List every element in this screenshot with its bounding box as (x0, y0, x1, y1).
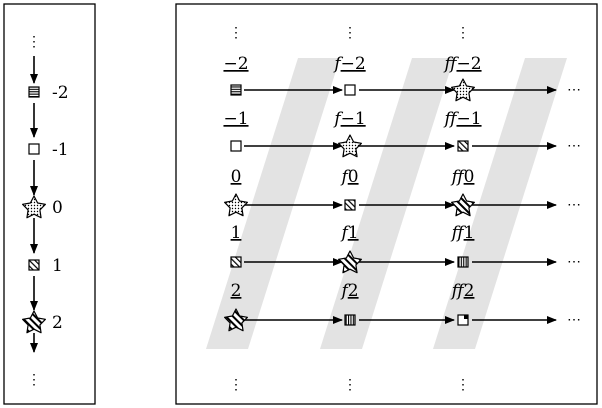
label-value: 1 (348, 223, 359, 243)
label-prefix: ff (442, 54, 459, 74)
grid-node-shape (450, 78, 476, 102)
label-value: 1 (231, 223, 242, 243)
grid-node-label: 0 (231, 167, 242, 187)
grid-node-label: f1 (339, 223, 358, 243)
column-bottom-ellipsis: ⋮ (456, 377, 470, 393)
grid-node-shape (230, 256, 242, 268)
label-value: −2 (223, 54, 248, 74)
grid-node-shape (223, 193, 249, 217)
left-panel-frame (3, 3, 96, 405)
left-node: 1 (28, 256, 63, 276)
label-prefix: ff (442, 109, 459, 129)
right-panel-frame (175, 3, 598, 405)
grid-node-label: ff2 (450, 281, 475, 301)
label-prefix: f (332, 54, 343, 74)
column-top-ellipsis: ⋮ (456, 25, 470, 41)
label-value: −2 (341, 54, 366, 74)
left-node: 2 (21, 310, 63, 334)
left-bottom-ellipsis: ⋮ (27, 372, 41, 388)
row-end-ellipsis: ⋯ (567, 138, 581, 154)
row-end-ellipsis: ⋯ (567, 254, 581, 270)
label-prefix: ff (450, 167, 467, 187)
grid-node-label: 2 (231, 281, 242, 301)
left-node-shape (21, 310, 47, 334)
grid-node-shape (450, 193, 476, 217)
left-top-ellipsis: ⋮ (27, 34, 41, 50)
left-node-shape (28, 143, 40, 155)
grid-node-shape (344, 199, 356, 211)
grid-node-label: ff−1 (442, 109, 481, 129)
left-node-label: 0 (52, 198, 63, 218)
shade-band (320, 58, 454, 349)
shaded-diagonal-bands (206, 58, 567, 349)
label-value: 0 (348, 167, 359, 187)
left-node: -1 (28, 140, 69, 160)
left-node-shape (28, 86, 40, 98)
grid-node-label: ff0 (450, 167, 475, 187)
left-node-shape (21, 195, 47, 219)
grid-node-label: −2 (223, 54, 248, 74)
column-top-ellipsis: ⋮ (343, 25, 357, 41)
left-node-label: -2 (52, 83, 69, 103)
grid-node-label: f2 (339, 281, 358, 301)
grid-node-shape (457, 314, 469, 326)
label-value: −1 (223, 109, 248, 129)
grid-node-label: ff1 (450, 223, 475, 243)
left-node-label: 2 (52, 313, 63, 333)
label-value: 2 (348, 281, 359, 301)
grid-node-shape (337, 134, 363, 158)
shade-band (433, 58, 567, 349)
label-value: 0 (231, 167, 242, 187)
grid-node-shape (230, 84, 242, 96)
grid-node-shape (457, 140, 469, 152)
grid-node-label: f−1 (332, 109, 365, 129)
grid-node-label: f−2 (332, 54, 365, 74)
left-node-label: -1 (52, 140, 69, 160)
left-node: -2 (28, 83, 69, 103)
label-value: −1 (456, 109, 481, 129)
grid-node-shape (344, 314, 356, 326)
label-value: −1 (341, 109, 366, 129)
left-node: 0 (21, 195, 63, 219)
label-value: 2 (231, 281, 242, 301)
column-bottom-ellipsis: ⋮ (343, 377, 357, 393)
shade-band (206, 58, 340, 349)
grid-node-shape (223, 308, 249, 332)
label-value: 0 (464, 167, 475, 187)
label-value: −2 (456, 54, 481, 74)
row-end-ellipsis: ⋯ (567, 82, 581, 98)
grid-node-shape (457, 256, 469, 268)
grid-node-shape (344, 84, 356, 96)
label-prefix: f (332, 109, 343, 129)
grid-node-shape (230, 140, 242, 152)
column-bottom-ellipsis: ⋮ (229, 377, 243, 393)
label-prefix: f (339, 281, 350, 301)
label-prefix: ff (450, 223, 467, 243)
grid-node-label: 1 (231, 223, 242, 243)
label-prefix: f (339, 167, 350, 187)
left-node-label: 1 (52, 256, 63, 276)
label-prefix: ff (450, 281, 467, 301)
left-panel-chain: ⋮ -2 -1 0 1 2 ⋮ (21, 34, 69, 388)
column-top-ellipsis: ⋮ (229, 25, 243, 41)
label-prefix: f (339, 223, 350, 243)
grid-node-label: ff−2 (442, 54, 481, 74)
label-value: 2 (464, 281, 475, 301)
row-end-ellipsis: ⋯ (567, 197, 581, 213)
label-value: 1 (464, 223, 475, 243)
grid-node-shape (337, 250, 363, 274)
grid-node-label: −1 (223, 109, 248, 129)
row-end-ellipsis: ⋯ (567, 312, 581, 328)
grid-node-label: f0 (339, 167, 358, 187)
left-node-shape (28, 259, 40, 271)
